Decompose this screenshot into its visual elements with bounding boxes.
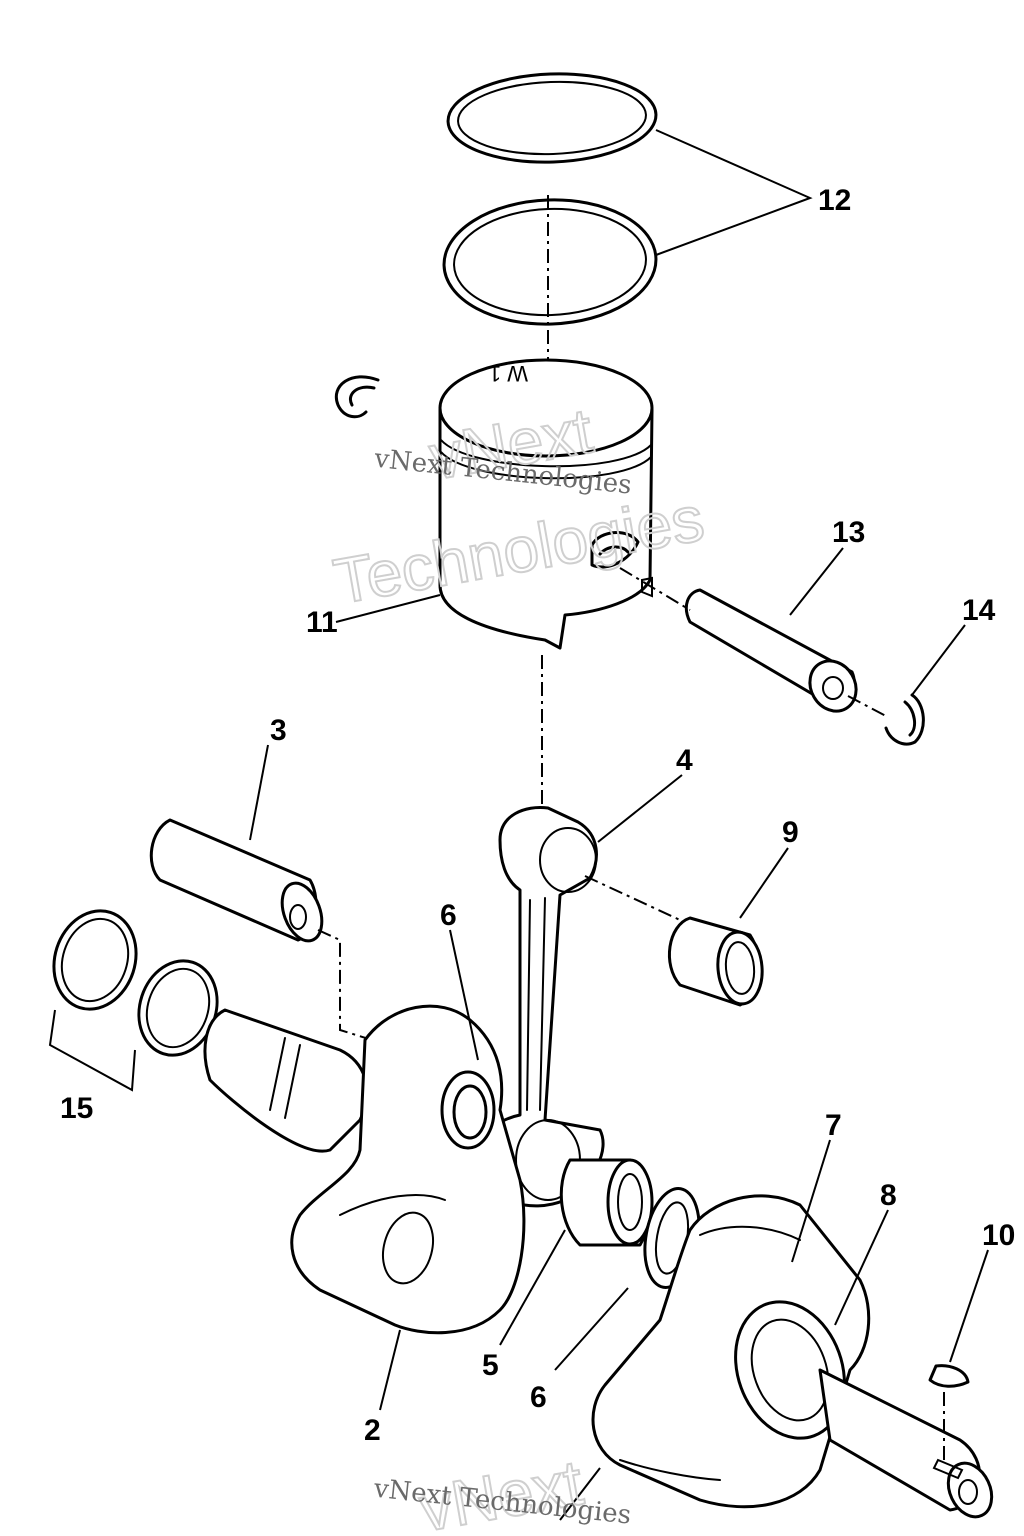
big-end-bearing — [559, 1158, 654, 1247]
callout-8: 8 — [880, 1179, 897, 1212]
callout-6-lower: 6 — [530, 1381, 547, 1414]
thrust-washer-2 — [137, 959, 219, 1057]
watermark-bottom: vNext vNext Technologies — [371, 1445, 632, 1536]
callout-4: 4 — [676, 744, 693, 777]
callout-9: 9 — [782, 816, 799, 849]
centerline-bearing — [584, 875, 681, 921]
callout-11: 11 — [306, 606, 338, 639]
callout-10: 10 — [982, 1219, 1015, 1252]
callout-3: 3 — [270, 714, 287, 747]
callout-7: 7 — [825, 1109, 842, 1142]
crankshaft-right-half — [591, 1194, 994, 1519]
small-end-bearing — [667, 916, 764, 1007]
centerline-pin — [619, 567, 887, 717]
crankshaft-left-half — [203, 1004, 526, 1335]
crank-pin — [149, 818, 324, 943]
piston: W 1 — [438, 358, 654, 650]
callout-15: 15 — [60, 1092, 93, 1125]
piston-pin — [684, 588, 858, 713]
centerline-crank-pin — [317, 929, 373, 1041]
thrust-washer-1 — [52, 909, 138, 1011]
piston-ring-lower — [442, 198, 658, 326]
circlip-right — [884, 693, 925, 746]
callout-2: 2 — [364, 1414, 381, 1447]
callout-6-upper: 6 — [440, 899, 457, 932]
circlip-left — [334, 375, 380, 419]
callout-14: 14 — [962, 594, 996, 627]
piston-marking: W 1 — [489, 361, 528, 386]
piston-ring-upper — [446, 72, 658, 164]
leader-lines — [48, 129, 989, 1521]
callout-12: 12 — [818, 184, 851, 217]
callout-5: 5 — [482, 1349, 499, 1382]
woodruff-key — [928, 1364, 970, 1388]
callout-13: 13 — [832, 516, 865, 549]
